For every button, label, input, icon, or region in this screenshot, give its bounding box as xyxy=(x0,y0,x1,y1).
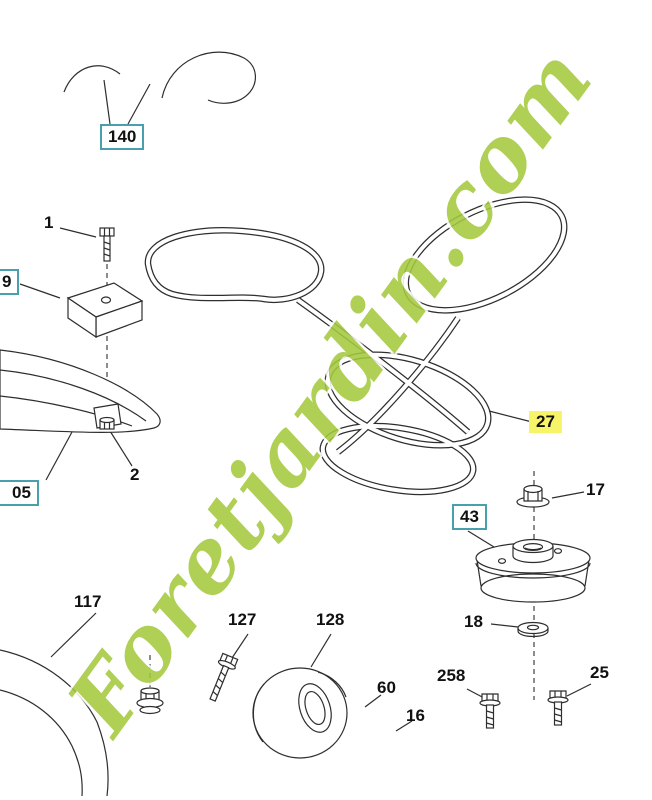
part-label-17: 17 xyxy=(586,480,605,499)
hex-bolt-1-drawing xyxy=(99,227,115,262)
part-label-27: 27 xyxy=(529,411,562,434)
part-label-60: 60 xyxy=(377,678,396,697)
flat-washer-18-drawing xyxy=(517,621,549,638)
hex-bolt-25-drawing xyxy=(547,690,569,726)
hex-bolt-258-drawing xyxy=(479,693,501,729)
gauge-wheel-drawing xyxy=(252,667,348,759)
hex-nut-2-drawing xyxy=(99,416,115,430)
part-label-43: 43 xyxy=(452,504,487,531)
flange-nut-17-drawing xyxy=(516,484,550,508)
flange-nut-117-drawing xyxy=(136,687,164,715)
part-label-18: 18 xyxy=(464,612,483,631)
part-label-16: 16 xyxy=(406,706,425,725)
part-label-140: 140 xyxy=(100,124,145,151)
deck-edge-drawing xyxy=(0,649,109,797)
part-label-127: 127 xyxy=(228,610,257,629)
part-label-9: 9 xyxy=(0,269,20,296)
idler-pulley-drawing xyxy=(475,538,591,603)
hex-bolt-127-drawing xyxy=(209,652,239,702)
part-label-1: 1 xyxy=(44,213,54,232)
part-label-128: 128 xyxy=(316,610,345,629)
leader-lines xyxy=(19,79,592,732)
cropped-top-parts-drawing xyxy=(63,51,256,104)
part-label-117: 117 xyxy=(74,592,102,611)
belt-guard-drawing xyxy=(0,349,161,433)
part-label-105: 05 xyxy=(0,480,39,507)
part-label-25: 25 xyxy=(590,663,609,682)
part-label-258: 258 xyxy=(437,666,466,685)
mounting-bracket-drawing xyxy=(66,282,144,339)
part-label-2: 2 xyxy=(130,465,140,484)
